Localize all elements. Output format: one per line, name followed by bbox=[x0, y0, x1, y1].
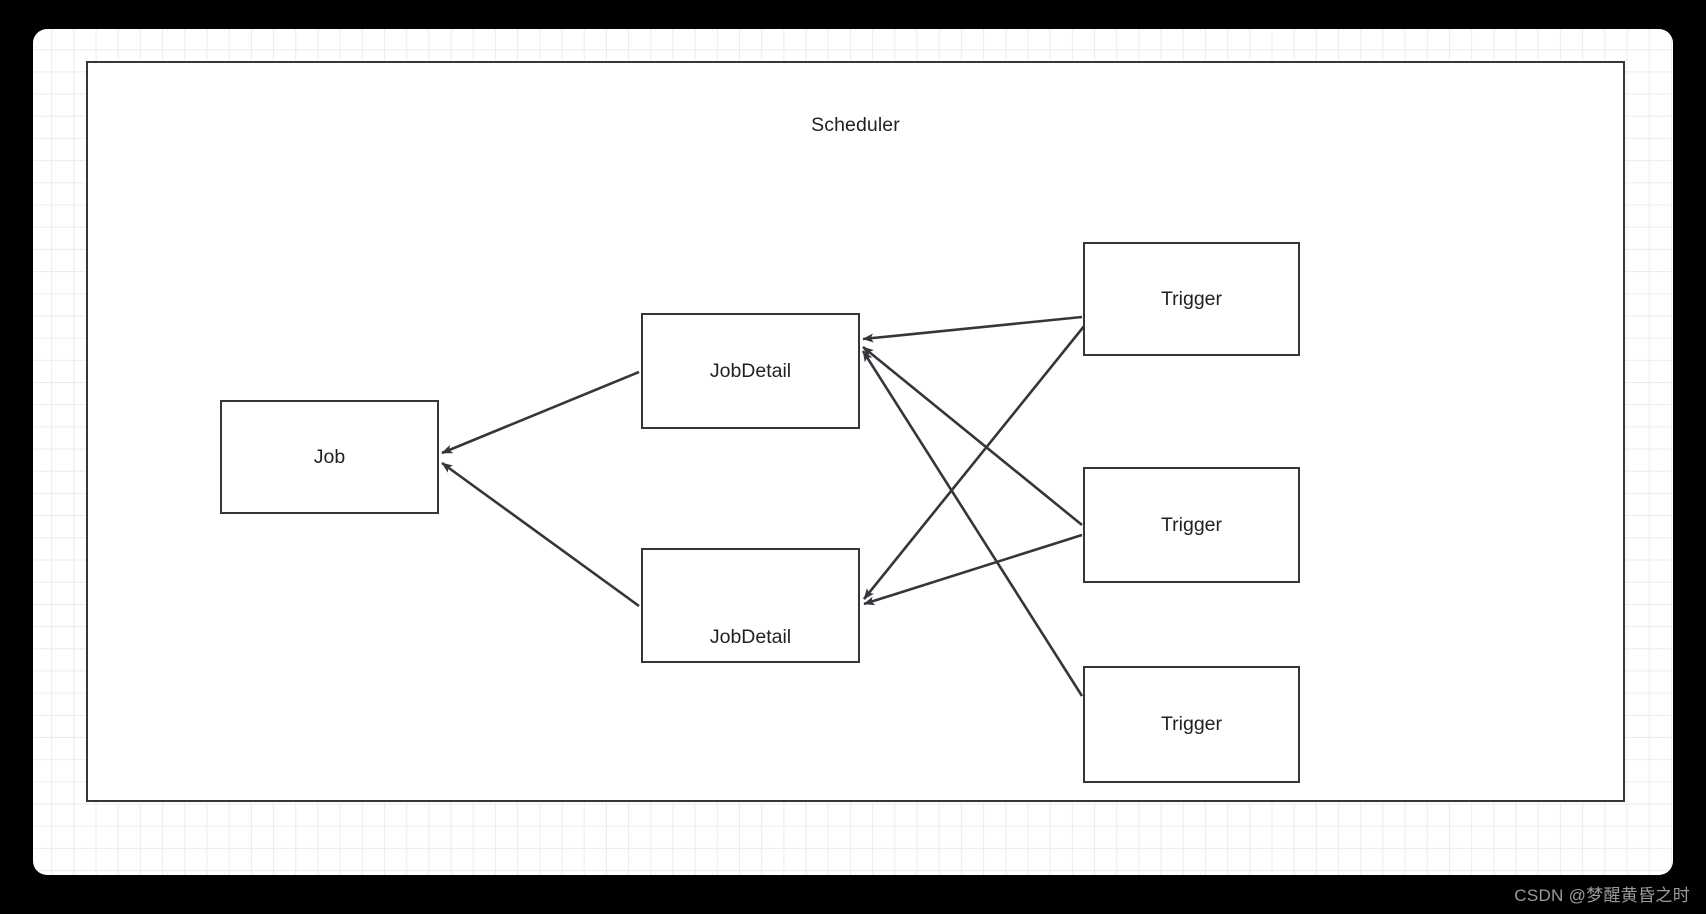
node-jobdetail-2[interactable]: JobDetail bbox=[641, 548, 860, 663]
node-job[interactable]: Job bbox=[220, 400, 439, 514]
node-trigger-2-label: Trigger bbox=[1160, 513, 1223, 536]
csdn-watermark: CSDN @梦醒黄昏之时 bbox=[1514, 886, 1690, 905]
node-jobdetail-2-label: JobDetail bbox=[709, 626, 792, 648]
node-trigger-2[interactable]: Trigger bbox=[1083, 467, 1300, 583]
node-trigger-1[interactable]: Trigger bbox=[1083, 242, 1300, 356]
node-trigger-3-label: Trigger bbox=[1160, 713, 1223, 735]
node-job-label: Job bbox=[313, 445, 346, 468]
node-jobdetail-1[interactable]: JobDetail bbox=[641, 313, 860, 429]
node-trigger-3[interactable]: Trigger bbox=[1083, 666, 1300, 783]
grid-paper-canvas: Scheduler Job JobD bbox=[33, 29, 1673, 875]
node-jobdetail-1-label: JobDetail bbox=[709, 359, 792, 382]
node-trigger-1-label: Trigger bbox=[1160, 287, 1223, 310]
scheduler-title: Scheduler bbox=[811, 114, 900, 136]
